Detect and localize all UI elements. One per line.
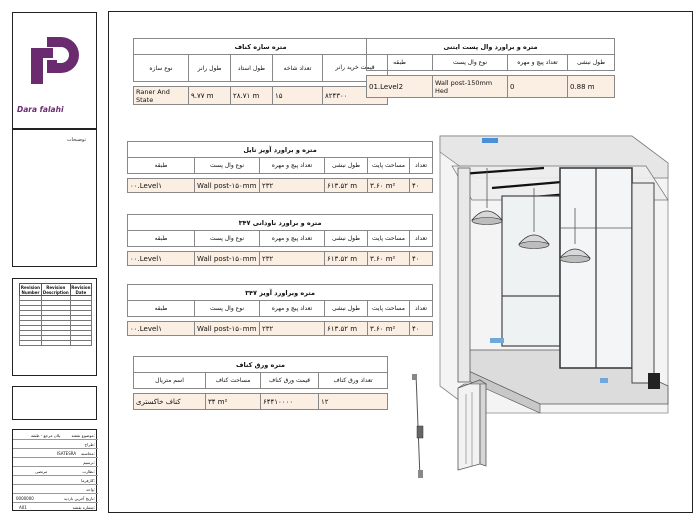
notes-panel: توضیحات bbox=[12, 129, 97, 267]
revision-table: Revision Number Revision Description Rev… bbox=[19, 283, 93, 346]
info-row: تاریخ آخرین بازدید:0000000 bbox=[13, 493, 98, 503]
sheet-border bbox=[108, 11, 693, 513]
info-row: طراح: bbox=[13, 439, 98, 449]
schedule-knauf-structure: متره سازه کناف نوع سازه طول رانر طول است… bbox=[132, 38, 389, 105]
table-cell: ۴۰ bbox=[408, 178, 434, 193]
table-cell: ۰۰.Level۱ bbox=[127, 251, 195, 266]
column-header: مساحت پایت bbox=[367, 300, 410, 317]
table-cell: ۳.۶۰ m² bbox=[367, 251, 410, 266]
schedule-hanger: ۳۴۷ متره وبراورد آویز طبقه نوع وال پست ت… bbox=[126, 284, 434, 336]
isometric-wall-drawing bbox=[439, 135, 669, 414]
schedule-wall-post: متره و براورد وال پست ایتنی طبقه نوع وال… bbox=[365, 38, 616, 98]
schedule-title: متره و براورد وال پست ایتنی bbox=[365, 38, 616, 55]
revision-header: Revision Date bbox=[69, 283, 93, 296]
column-header: مساحت پایت bbox=[367, 157, 410, 174]
column-header: مساحت کناف bbox=[205, 372, 261, 389]
schedule-title: متره و براورد آویز تایل bbox=[126, 141, 434, 158]
table-cell: کناف خاکستری bbox=[133, 393, 206, 410]
table-cell: ۲۸.۷۱ m bbox=[230, 86, 273, 105]
column-header: نوع سازه bbox=[133, 54, 189, 82]
column-header: اسم متریال bbox=[133, 372, 206, 389]
table-cell: ۱۲ bbox=[317, 393, 389, 410]
table-cell: ۶۱۳.۵۲ m bbox=[324, 251, 368, 266]
revision-header: Revision Description bbox=[40, 283, 71, 296]
schedule-title: متره سازه کناف bbox=[132, 38, 389, 55]
schedule-title: ۳۴۷ متره و براورد ناودانی bbox=[126, 214, 434, 231]
column-header: طول نبشی bbox=[324, 230, 368, 247]
column-header: تعداد bbox=[408, 300, 434, 317]
table-cell: ۶۴۴۱۰۰۰۰ bbox=[260, 393, 319, 410]
column-header: طول نبشی bbox=[324, 157, 368, 174]
column-header: تعداد پیچ و مهره bbox=[507, 54, 568, 71]
info-row: موضوع نقشه:پلان مرجع - طبقه bbox=[13, 430, 98, 440]
column-header: نوع وال پست bbox=[194, 300, 260, 317]
revision-panel: Revision Number Revision Description Rev… bbox=[12, 278, 97, 376]
column-header: طبقه bbox=[366, 54, 433, 71]
info-row: کارفرما: bbox=[13, 475, 98, 485]
column-header: مساحت پایت bbox=[367, 230, 410, 247]
info-row: ترسیم: bbox=[13, 457, 98, 467]
wall-post-detail bbox=[412, 373, 424, 479]
table-cell: ۶۱۳.۵۲ m bbox=[324, 321, 368, 336]
table-cell: ۳.۶۰ m² bbox=[367, 178, 410, 193]
profile-section-detail bbox=[457, 379, 487, 471]
column-header: تعداد bbox=[408, 157, 434, 174]
logo-panel: Dara falahi bbox=[12, 12, 97, 129]
table-cell: ۴۰ bbox=[408, 251, 434, 266]
info-row: محاسبه:ISATESRA bbox=[13, 448, 98, 458]
table-cell: ۱۵ bbox=[272, 86, 323, 105]
column-header: تعداد bbox=[408, 230, 434, 247]
column-header: طول نبشی bbox=[566, 54, 616, 71]
schedule-tile-hanger: متره و براورد آویز تایل طبقه نوع وال پست… bbox=[126, 141, 434, 193]
schedule-channel: ۳۴۷ متره و براورد ناودانی طبقه نوع وال پ… bbox=[126, 214, 434, 266]
column-header: نوع وال پست bbox=[194, 157, 260, 174]
column-header: تعداد پیچ و مهره bbox=[259, 230, 325, 247]
table-cell: Wall post-150mm Hed bbox=[432, 75, 508, 98]
column-header: طول استاد bbox=[230, 54, 273, 82]
notes-title: توضیحات bbox=[66, 137, 86, 143]
blank-panel bbox=[12, 386, 97, 420]
schedule-knauf-sheet: متره ورق کناف اسم متریال مساحت کناف قیمت… bbox=[132, 356, 389, 410]
column-header: طول نبشی bbox=[324, 300, 368, 317]
column-header: طبقه bbox=[127, 230, 195, 247]
column-header: قیمت ورق کناف bbox=[260, 372, 319, 389]
table-cell: ۰۰.Level۱ bbox=[127, 321, 195, 336]
column-header: طول رانر bbox=[188, 54, 231, 82]
column-header: تعداد ورق کناف bbox=[317, 372, 389, 389]
column-header: طبقه bbox=[127, 300, 195, 317]
table-cell: ۴۰ bbox=[408, 321, 434, 336]
table-cell: ۳۴ m² bbox=[205, 393, 261, 410]
table-cell: Raner And State bbox=[133, 86, 189, 105]
info-row: شماره نقشه:A01 bbox=[19, 505, 95, 510]
table-cell: ۲۳۲ bbox=[259, 251, 325, 266]
table-cell: ۶۱۳.۵۲ m bbox=[324, 178, 368, 193]
info-row: واحد: bbox=[13, 484, 98, 494]
table-cell: 0.88 m bbox=[566, 75, 616, 98]
table-cell: ۲۳۲ bbox=[259, 321, 325, 336]
table-cell: Wall post-۱۵۰mm bbox=[194, 178, 260, 193]
table-cell: ۳.۶۰ m² bbox=[367, 321, 410, 336]
column-header: نوع وال پست bbox=[432, 54, 508, 71]
schedule-title: متره ورق کناف bbox=[132, 356, 389, 373]
column-header: نوع وال پست bbox=[194, 230, 260, 247]
logo-mark bbox=[31, 37, 79, 84]
table-cell: 01.Level2 bbox=[366, 75, 433, 98]
column-header: تعداد شاخه bbox=[272, 54, 323, 82]
info-row: نظارت:مرتضی bbox=[13, 466, 98, 476]
table-cell: Wall post-۱۵۰mm bbox=[194, 321, 260, 336]
schedule-title: ۳۴۷ متره وبراورد آویز bbox=[126, 284, 434, 301]
table-cell: ۰۰.Level۱ bbox=[127, 178, 195, 193]
logo-text: Dara falahi bbox=[17, 105, 64, 114]
revision-header: Revision Number bbox=[19, 283, 42, 296]
title-block-info: موضوع نقشه:پلان مرجع - طبقه طراح: محاسبه… bbox=[12, 429, 98, 511]
column-header: تعداد پیچ و مهره bbox=[259, 157, 325, 174]
table-cell: ۹.۷۷ m bbox=[188, 86, 231, 105]
table-cell: ۲۳۲ bbox=[259, 178, 325, 193]
table-cell: 0 bbox=[507, 75, 568, 98]
table-cell: Wall post-۱۵۰mm bbox=[194, 251, 260, 266]
column-header: طبقه bbox=[127, 157, 195, 174]
column-header: تعداد پیچ و مهره bbox=[259, 300, 325, 317]
